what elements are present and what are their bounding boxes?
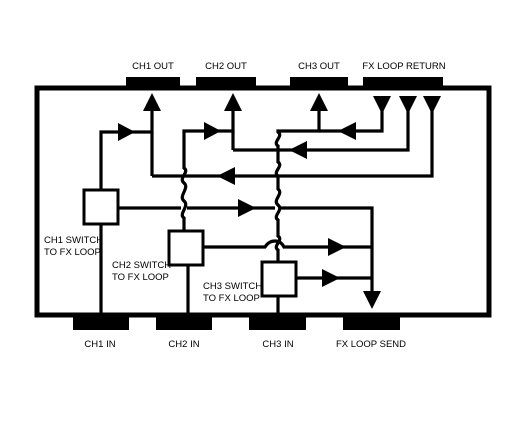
switch-box-ch1	[82, 188, 120, 226]
wire-fx-return-ch1	[152, 96, 434, 178]
jack-ch1-out	[126, 77, 180, 90]
label-ch1-in: CH1 IN	[84, 339, 115, 350]
wire-ch1-direct	[99, 98, 154, 189]
label-ch3-switch-line2: TO FX LOOP	[203, 293, 260, 304]
arrow-fx-return-1	[373, 96, 391, 114]
arrow-fx-return-2	[399, 96, 417, 114]
label-ch1-switch-line1: CH1 SWITCH	[44, 235, 103, 246]
arrow-ch2-fx-right	[328, 238, 346, 256]
label-ch3-switch-line1: CH3 SWITCH	[203, 281, 262, 292]
jack-fx-loop-return	[363, 77, 443, 90]
arrow-fx-return-3	[423, 96, 441, 114]
jack-fx-loop-send	[343, 317, 400, 330]
wire-ch3-direct	[274, 98, 321, 261]
arrow-ch2-right	[204, 122, 221, 140]
arrow-return-ch3-left	[338, 122, 356, 140]
wire-ch1-fx	[118, 206, 374, 298]
label-fx-loop-send: FX LOOP SEND	[336, 339, 406, 350]
jack-ch2-in	[156, 317, 212, 330]
label-ch2-in: CH2 IN	[168, 339, 199, 350]
switch-box-ch2	[167, 229, 205, 267]
arrow-into-ch1-out	[143, 93, 161, 111]
arrow-ch1-right	[118, 123, 135, 141]
jack-ch3-in	[249, 317, 306, 330]
switch-box-ch3	[260, 260, 298, 298]
jack-ch3-out	[290, 77, 348, 90]
arrow-into-fx-send	[363, 291, 381, 309]
label-ch2-switch-line1: CH2 SWITCH	[112, 260, 171, 271]
jack-ch2-out	[196, 77, 256, 90]
label-ch3-in: CH3 IN	[262, 339, 293, 350]
arrow-ch3-fx-right	[322, 269, 340, 287]
arrow-ch1-fx-right	[238, 199, 256, 217]
jack-ch1-in	[73, 317, 129, 330]
label-ch3-out: CH3 OUT	[298, 61, 340, 72]
arrow-return-ch2-left	[289, 141, 307, 159]
label-ch1-out: CH1 OUT	[132, 61, 174, 72]
signal-arrows	[118, 93, 441, 309]
wire-fx-return-joins	[150, 131, 235, 176]
enclosure-frame	[34, 85, 492, 318]
label-fx-loop-return: FX LOOP RETURN	[362, 61, 445, 72]
label-ch2-out: CH2 OUT	[205, 61, 247, 72]
wire-ch2-direct	[180, 98, 235, 231]
label-ch1-switch-line2: TO FX LOOP	[44, 247, 101, 258]
wire-ch2-fx	[203, 239, 372, 249]
arrow-into-ch2-out	[224, 93, 242, 111]
arrow-into-ch3-out	[310, 93, 328, 111]
label-ch2-switch-line2: TO FX LOOP	[112, 272, 169, 283]
arrow-return-ch1-left	[217, 167, 235, 185]
